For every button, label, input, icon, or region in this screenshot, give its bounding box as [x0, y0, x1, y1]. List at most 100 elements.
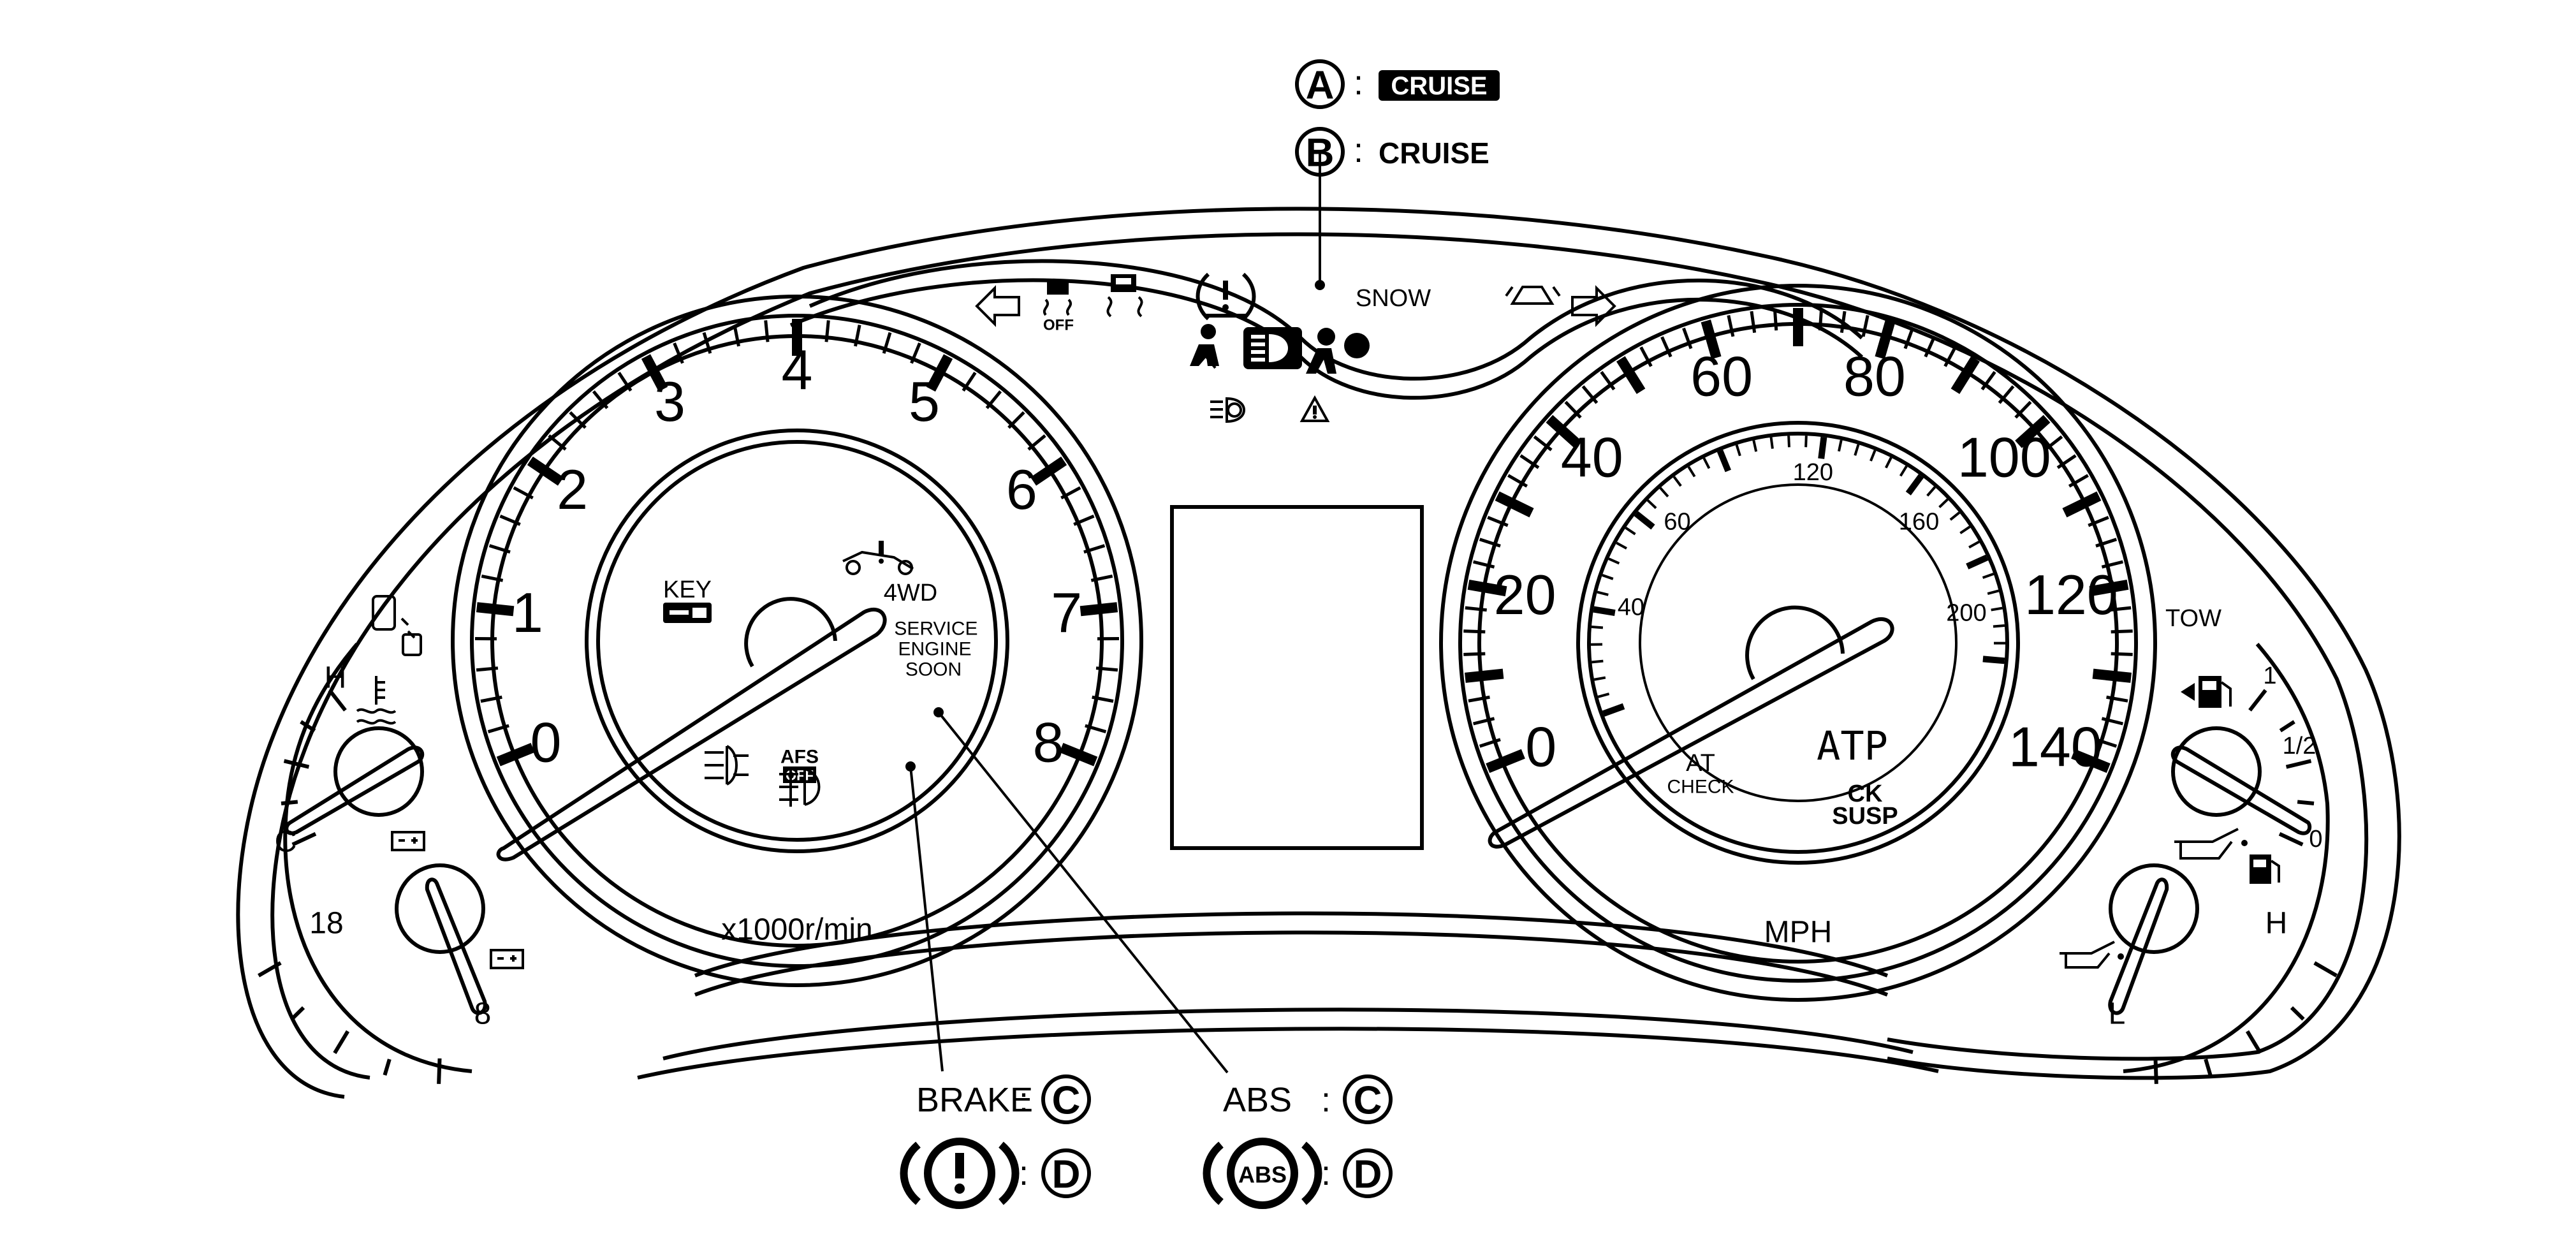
atp-label: ATP — [1817, 723, 1888, 770]
speedometer-inner-tick — [1839, 440, 1841, 451]
speedometer-inner-tick — [1987, 590, 1998, 594]
brake-c-letter: C — [1052, 1079, 1081, 1123]
fuel-tick — [2280, 722, 2294, 731]
legend-b-separator: : — [1354, 131, 1363, 170]
oil-needle — [2110, 879, 2167, 1013]
abs-label: ABS — [1223, 1081, 1292, 1119]
legend: A : CRUISE B : CRUISE — [1297, 61, 1500, 175]
speedometer-inner-tick — [1626, 528, 1636, 534]
tachometer-unit: x1000r/min — [721, 913, 872, 947]
fuel-tick — [2287, 761, 2311, 766]
speedometer-inner-tick — [1983, 574, 1994, 578]
speedometer-inner-number: 60 — [1664, 508, 1690, 535]
speedometer-number: 100 — [1958, 425, 2051, 488]
tachometer-tick — [826, 320, 828, 342]
tachometer-tick — [499, 747, 533, 761]
speedometer-tick — [1488, 754, 1523, 768]
fuel-full-label: 1 — [2263, 663, 2276, 689]
tachometer-number: 4 — [782, 339, 813, 402]
brake-c-separator: : — [1019, 1081, 1028, 1119]
speedometer-inner-tick — [1594, 678, 1606, 680]
oil-tick — [2248, 1031, 2261, 1053]
vdc-off-label: OFF — [1043, 317, 1074, 334]
fuel-pump-icon-2 — [2250, 854, 2279, 884]
speedometer-inner-tick — [1901, 466, 1906, 476]
speedometer-inner-tick — [1609, 559, 1619, 563]
tachometer-number: 2 — [557, 458, 588, 521]
speedometer-inner-number: 200 — [1946, 599, 1986, 626]
battery-icon-2 — [491, 950, 523, 968]
speedometer-ticks — [1463, 308, 2132, 768]
speedometer-inner-tick — [1871, 450, 1875, 461]
right-gauges: 1 1/2 0 H L — [2060, 644, 2336, 1084]
fuel-pump-icon — [2181, 676, 2230, 708]
speedometer-tick — [1775, 309, 1776, 330]
brake-label: BRAKE — [916, 1081, 1033, 1119]
speedometer-tick — [1841, 311, 1845, 333]
speedometer-inner-tick — [1821, 437, 1824, 459]
legend-a-separator: : — [1354, 64, 1363, 102]
speedometer-inner-tick — [1688, 467, 1695, 476]
speedometer-inner-tick — [1592, 661, 1603, 663]
speedometer-inner-number: 120 — [1793, 459, 1833, 486]
tachometer-number: 7 — [1051, 581, 1082, 644]
speedometer-number: 140 — [2009, 715, 2102, 778]
speedometer-number: 60 — [1690, 344, 1753, 407]
voltmeter-tick — [335, 1031, 348, 1053]
brake-d-letter: D — [1052, 1153, 1081, 1197]
oil-tick — [2292, 1008, 2304, 1019]
speedometer-inner-tick — [1969, 542, 1979, 548]
four-wd-icon — [843, 541, 913, 574]
speedometer-inner-tick — [1950, 513, 1959, 520]
speedometer-tick — [1468, 697, 1489, 701]
speedometer-inner-tick — [1908, 476, 1921, 494]
tachometer-number: 1 — [512, 581, 543, 644]
tachometer-number: 5 — [909, 370, 940, 433]
seat-belt-icon — [1190, 324, 1219, 368]
battery-icon — [392, 832, 424, 850]
speedometer-inner-tick — [1597, 592, 1608, 594]
afs-label: AFS — [780, 747, 819, 768]
tachometer-tick — [1081, 607, 1118, 611]
speedometer-inner-tick — [1604, 707, 1624, 714]
tachometer-tick — [1061, 747, 1095, 761]
auto-headlight-icon — [1210, 399, 1244, 422]
left-turn-signal-icon — [977, 288, 1019, 324]
tachometer-tick — [1034, 461, 1064, 481]
oil-tick — [2206, 1059, 2210, 1075]
brake-warning-icon — [904, 1141, 1016, 1205]
speedometer-tick — [1752, 311, 1755, 333]
service-line-1: SERVICE — [894, 619, 977, 640]
speedometer-unit: MPH — [1764, 916, 1833, 949]
fuel-needle — [2173, 747, 2309, 833]
speedometer-inner-tick — [1674, 477, 1681, 486]
fuel-empty-label: 0 — [2309, 826, 2322, 853]
speedometer-tick — [1465, 674, 1504, 678]
fuel-tick — [2280, 834, 2302, 845]
speedometer-tick — [2093, 674, 2131, 678]
speedometer-inner-tick — [1648, 500, 1656, 508]
callouts: BRAKE : C : D ABS : C ABS : D — [904, 712, 1391, 1205]
oil-gauge-hub — [2111, 865, 2197, 952]
speedometer-inner-tick — [1940, 499, 1948, 507]
forward-collision-icon — [373, 596, 421, 655]
tachometer-tick — [477, 607, 514, 611]
legend-a-text: CRUISE — [1391, 72, 1487, 100]
oil-can-icon-2 — [2060, 942, 2124, 967]
voltmeter-tick — [291, 1008, 304, 1019]
tow-label: TOW — [2165, 605, 2221, 632]
service-line-2: ENGINE — [898, 639, 971, 660]
service-line-3: SOON — [905, 659, 962, 680]
speedometer-inner-tick — [1855, 444, 1858, 455]
at-check-line-2: CHECK — [1667, 777, 1734, 798]
tachometer-tick — [766, 320, 768, 342]
center-display — [1172, 507, 1422, 848]
speedometer-number: 80 — [1843, 344, 1906, 407]
abs-d-separator: : — [1321, 1154, 1331, 1192]
slip-indicator-icon — [1108, 274, 1141, 316]
speedometer-inner-tick — [1598, 694, 1609, 697]
speedometer-inner-tick — [1991, 608, 2003, 610]
